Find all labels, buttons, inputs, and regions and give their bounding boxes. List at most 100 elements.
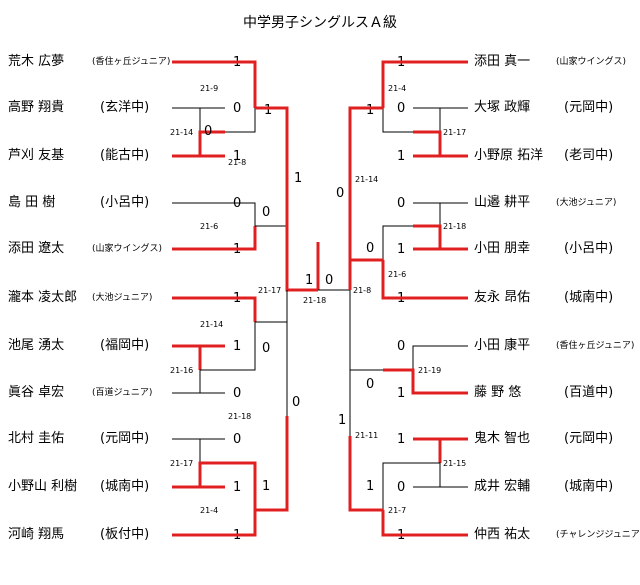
match-score: 21-6 xyxy=(200,222,218,231)
player-name: 成井 宏輔 xyxy=(474,479,531,494)
round-score: 0 xyxy=(366,241,374,256)
player-team: (大池ジュニア) xyxy=(92,293,153,303)
right-first-score: 0 xyxy=(397,339,405,354)
round-score: 0 xyxy=(325,273,333,288)
round-score: 0 xyxy=(262,205,270,220)
round-score: 0 xyxy=(204,124,212,139)
player-name: 池尾 湧太 xyxy=(8,338,65,353)
left-player-1: 荒木 広夢(香住ヶ丘ジュニア) xyxy=(8,51,170,73)
bracket-line xyxy=(285,165,318,292)
right-first-score: 0 xyxy=(397,196,405,211)
match-score: 21-14 xyxy=(200,320,223,329)
round-score: 1 xyxy=(264,103,272,118)
left-player-10: 小野山 利樹(城南中) xyxy=(8,476,149,498)
right-first-score: 0 xyxy=(397,101,405,116)
left-player-9: 北村 圭佑(元岡中) xyxy=(8,428,149,450)
player-team: (香住ヶ丘ジュニア) xyxy=(556,341,635,351)
left-player-3: 芦刈 友基(能古中) xyxy=(8,145,149,167)
bracket-line xyxy=(412,345,468,370)
player-name: 添田 真一 xyxy=(474,54,531,69)
left-player-2: 高野 翔貴(玄洋中) xyxy=(8,97,149,119)
player-team: (板付中) xyxy=(100,527,150,542)
player-name: 荒木 広夢 xyxy=(8,54,65,69)
player-team: (城南中) xyxy=(564,479,614,494)
player-team: (小呂中) xyxy=(100,195,150,210)
right-player-7: 小田 康平 (香住ヶ丘ジュニア) xyxy=(474,335,634,357)
player-name: 藤 野 悠 xyxy=(474,385,522,400)
right-player-8: 藤 野 悠(百道中) xyxy=(474,382,613,404)
left-player-11: 河崎 翔馬(板付中) xyxy=(8,524,149,546)
round-score: 0 xyxy=(336,186,344,201)
match-score: 21-8 xyxy=(228,158,246,167)
player-name: 島 田 樹 xyxy=(8,195,56,210)
bracket-line xyxy=(381,60,413,108)
round-score: 1 xyxy=(338,413,346,428)
bracket-line xyxy=(439,202,468,226)
right-player-11: 仲西 祐太 (チャレンジジュニア) xyxy=(474,524,640,546)
bracket-line xyxy=(225,108,256,133)
bracket-line xyxy=(381,510,413,537)
match-score: 21-11 xyxy=(355,431,378,440)
player-team: (大池ジュニア) xyxy=(556,198,617,208)
right-player-4: 山邉 耕平(大池ジュニア) xyxy=(474,192,616,214)
player-team: (小呂中) xyxy=(564,241,614,256)
match-score: 21-7 xyxy=(388,506,406,515)
round-score: 0 xyxy=(366,377,374,392)
bracket-line xyxy=(255,321,288,416)
player-team: (百道ジュニア) xyxy=(92,388,153,398)
bracket-line xyxy=(225,60,257,108)
player-name: 眞谷 卓宏 xyxy=(8,385,65,400)
bracket-line xyxy=(413,130,468,158)
bracket-line xyxy=(172,369,225,394)
right-first-score: 1 xyxy=(397,242,405,257)
right-first-score: 0 xyxy=(397,480,405,495)
round-score: 1 xyxy=(294,171,302,186)
player-team: (福岡中) xyxy=(100,338,150,353)
bracket-line xyxy=(225,322,256,371)
bracket-line xyxy=(225,510,257,537)
bracket-line xyxy=(382,462,413,510)
right-player-1: 添田 真一(山家ウイングス) xyxy=(474,51,626,73)
bracket-line xyxy=(439,107,468,132)
right-player-5: 小田 朋幸 (小呂中) xyxy=(474,238,613,260)
bracket-line xyxy=(172,344,202,370)
left-player-8: 眞谷 卓宏 (百道ジュニア) xyxy=(8,382,152,404)
round-score: 1 xyxy=(305,273,313,288)
player-team: (城南中) xyxy=(564,290,614,305)
match-score: 21-16 xyxy=(170,366,193,375)
bracket-line xyxy=(413,462,468,488)
match-score: 21-19 xyxy=(418,366,441,375)
round-score: 1 xyxy=(262,479,270,494)
left-first-score: 1 xyxy=(233,149,241,164)
player-name: 仲西 祐太 xyxy=(474,527,531,542)
left-player-5: 添田 遼太(山家ウイングス) xyxy=(8,238,162,260)
round-score: 1 xyxy=(366,479,374,494)
right-first-score: 1 xyxy=(397,149,405,164)
bracket-line xyxy=(225,202,256,226)
right-first-score: 1 xyxy=(397,386,405,401)
player-team: (城南中) xyxy=(100,479,150,494)
round-score: 0 xyxy=(262,341,270,356)
bracket-line xyxy=(348,106,383,185)
right-player-9: 鬼木 智也(元岡中) xyxy=(474,428,613,450)
bracket-line xyxy=(225,226,257,251)
bracket-line xyxy=(225,296,257,322)
player-name: 北村 圭佑 xyxy=(8,431,65,446)
bracket-line xyxy=(348,436,383,512)
match-score: 21-9 xyxy=(200,84,218,93)
player-team: (玄洋中) xyxy=(100,100,150,115)
match-score: 21-17 xyxy=(443,128,466,137)
match-score: 21-6 xyxy=(388,270,406,279)
player-team: (チャレンジジュニア) xyxy=(556,530,640,540)
bracket-line xyxy=(255,416,289,512)
bracket-line xyxy=(382,225,413,260)
player-name: 大塚 政輝 xyxy=(474,100,531,115)
player-team: (老司中) xyxy=(564,148,614,163)
player-name: 添田 遼太 xyxy=(8,241,65,256)
player-name: 小田 朋幸 xyxy=(474,241,531,256)
right-player-10: 成井 宏輔 (城南中) xyxy=(474,476,613,498)
left-first-score: 0 xyxy=(233,101,241,116)
match-score: 21-18 xyxy=(228,412,251,421)
match-score: 21-18 xyxy=(303,296,326,305)
player-name: 小田 康平 xyxy=(474,338,531,353)
